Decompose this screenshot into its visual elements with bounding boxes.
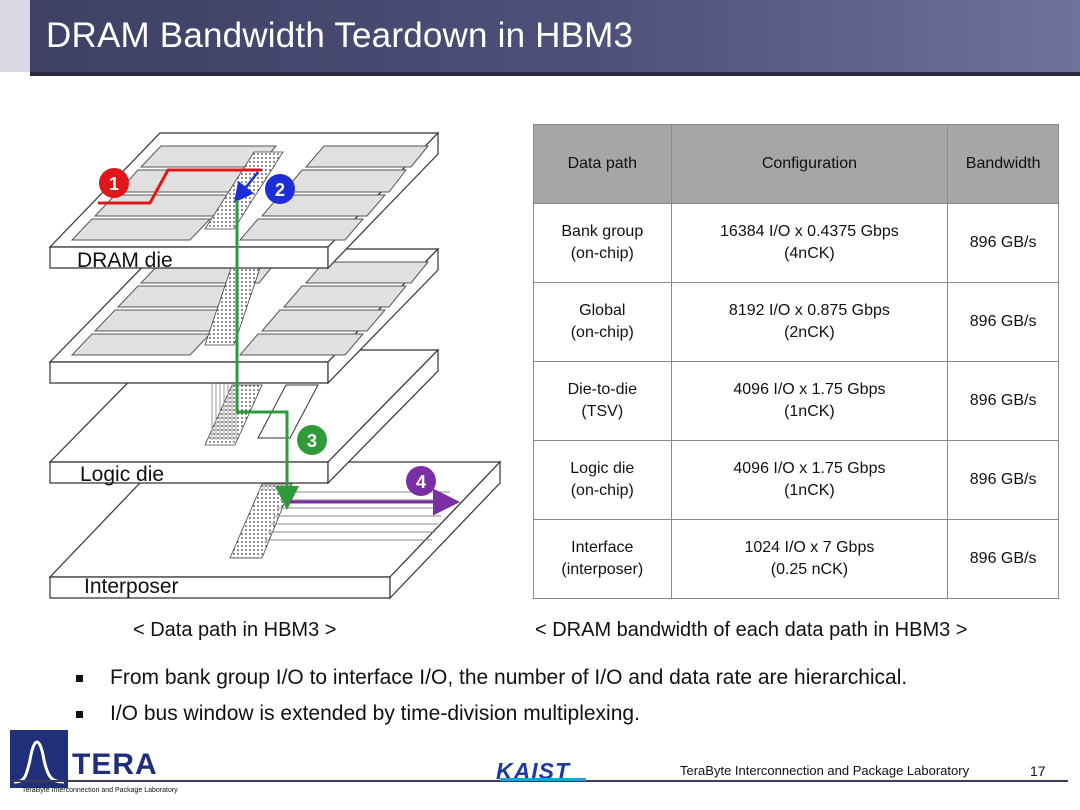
config-cell: 8192 I/O x 0.875 Gbps(2nCK) [670, 282, 949, 362]
table-row: Bank group(on-chip) 16384 I/O x 0.4375 G… [533, 203, 1059, 283]
dram-die-top [48, 131, 440, 270]
path-cell: Die-to-die(TSV) [533, 361, 672, 441]
hbm3-data-path-diagram: 1 2 3 4 DRAM die Logic die Interposer [48, 131, 502, 600]
label-logic-die: Logic die [80, 463, 164, 486]
table-caption: < DRAM bandwidth of each data path in HB… [535, 619, 968, 641]
title-accent [0, 0, 30, 72]
path-cell: Bank group(on-chip) [533, 203, 672, 283]
footer-divider [10, 780, 1068, 782]
marker-1: 1 [99, 168, 129, 198]
label-interposer: Interposer [84, 575, 179, 598]
svg-text:2: 2 [275, 180, 285, 200]
table-row: Global(on-chip) 8192 I/O x 0.875 Gbps(2n… [533, 282, 1059, 362]
header-configuration: Configuration [670, 124, 949, 204]
tera-logo-word: TERA [72, 748, 158, 781]
bandwidth-cell: 896 GB/s [947, 519, 1059, 599]
svg-text:1: 1 [109, 174, 119, 194]
tera-waveform-icon [10, 730, 68, 788]
title-underline [30, 72, 1080, 76]
header-bandwidth: Bandwidth [947, 124, 1059, 204]
dram-die-lower [48, 247, 440, 385]
page-number: 17 [1030, 763, 1046, 779]
slide-title: DRAM Bandwidth Teardown in HBM3 [46, 16, 634, 55]
header-data-path: Data path [533, 124, 672, 204]
config-cell: 4096 I/O x 1.75 Gbps(1nCK) [670, 361, 949, 441]
path-bank-group [98, 168, 262, 205]
bandwidth-cell: 896 GB/s [947, 282, 1059, 362]
config-cell: 1024 I/O x 7 Gbps(0.25 nCK) [670, 519, 949, 599]
bullet-item: I/O bus window is extended by time-divis… [76, 702, 1066, 726]
bandwidth-cell: 896 GB/s [947, 440, 1059, 520]
path-cell: Global(on-chip) [533, 282, 672, 362]
table-row: Die-to-die(TSV) 4096 I/O x 1.75 Gbps(1nC… [533, 361, 1059, 441]
diagram-caption: < Data path in HBM3 > [133, 619, 337, 641]
interposer-layer [48, 460, 502, 600]
svg-text:4: 4 [416, 472, 426, 492]
table-header-row: Data path Configuration Bandwidth [533, 124, 1059, 204]
tera-logo: TERA TeraByte Interconnection and Packag… [8, 730, 178, 800]
table-row: Logic die(on-chip) 4096 I/O x 1.75 Gbps(… [533, 440, 1059, 520]
config-cell: 4096 I/O x 1.75 Gbps(1nCK) [670, 440, 949, 520]
path-cell: Interface(interposer) [533, 519, 672, 599]
marker-2: 2 [265, 174, 295, 204]
path-die-to-die [235, 200, 299, 510]
bullet-item: From bank group I/O to interface I/O, th… [76, 666, 1066, 690]
marker-4: 4 [406, 466, 436, 496]
config-cell: 16384 I/O x 0.4375 Gbps(4nCK) [670, 203, 949, 283]
svg-text:3: 3 [307, 431, 317, 451]
kaist-logo-bar [500, 778, 586, 781]
bullet-list: From bank group I/O to interface I/O, th… [76, 666, 1066, 738]
path-global [233, 171, 259, 203]
bullet-square-icon [76, 711, 83, 718]
marker-3: 3 [297, 425, 327, 455]
title-bar: DRAM Bandwidth Teardown in HBM3 [0, 0, 1080, 72]
table-row: Interface(interposer) 1024 I/O x 7 Gbps(… [533, 519, 1059, 599]
lab-name: TeraByte Interconnection and Package Lab… [680, 763, 970, 778]
bullet-square-icon [76, 675, 83, 682]
tera-logo-subtitle: TeraByte Interconnection and Package Lab… [22, 787, 178, 794]
bandwidth-table: Data path Configuration Bandwidth Bank g… [533, 124, 1059, 599]
label-dram-die: DRAM die [77, 249, 173, 272]
path-cell: Logic die(on-chip) [533, 440, 672, 520]
bandwidth-cell: 896 GB/s [947, 203, 1059, 283]
bandwidth-cell: 896 GB/s [947, 361, 1059, 441]
